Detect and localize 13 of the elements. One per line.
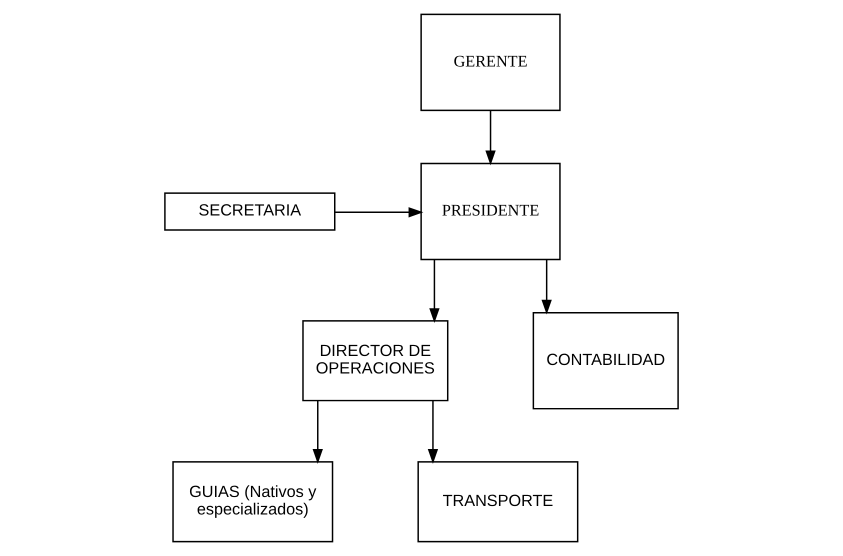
arrow: [312, 400, 323, 464]
node-box: PRESIDENTE: [420, 162, 561, 260]
node-box: SECRETARIA: [164, 192, 336, 231]
arrow: [428, 400, 438, 464]
node-box: GUIAS (Nativos y especializados): [172, 461, 334, 542]
arrow: [429, 260, 440, 323]
arrow: [541, 260, 552, 314]
node-box: DIRECTOR DE OPERACIONES: [302, 320, 448, 402]
node-box: TRANSPORTE: [417, 461, 578, 542]
node-box: CONTABILIDAD: [532, 312, 679, 410]
arrow: [335, 207, 424, 218]
arrow: [485, 110, 496, 166]
node-box: GERENTE: [420, 14, 561, 112]
